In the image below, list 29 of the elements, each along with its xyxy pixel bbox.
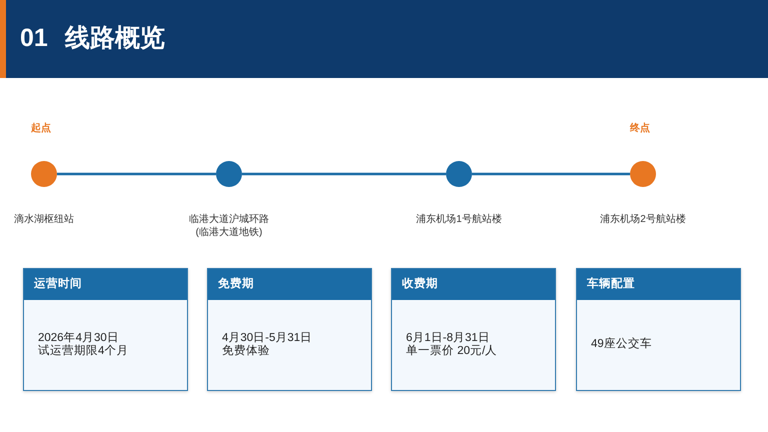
card-header: 收费期	[392, 269, 555, 300]
card-text: 49座公交车	[591, 338, 652, 352]
card-text: 试运营期限4个月	[38, 345, 128, 358]
info-card	[23, 268, 188, 391]
card-text: 免费体验	[222, 345, 270, 358]
card-text: 6月1日-8月31日	[406, 332, 490, 344]
card-text: 2026年4月30日	[38, 332, 119, 344]
station-name: 临港大道沪城环路(临港大道地铁)	[188, 213, 270, 239]
station-name: 滴水湖枢纽站	[14, 213, 74, 226]
station-circle	[446, 161, 472, 187]
route-line	[57, 172, 216, 176]
route-line	[472, 172, 630, 176]
route-line	[242, 172, 446, 176]
card-header: 运营时间	[24, 269, 187, 300]
slide-title: 01 线路概览	[20, 23, 165, 54]
station-circle	[216, 161, 242, 187]
card-text: 4月30日-5月31日	[222, 332, 312, 344]
station-circle	[31, 161, 57, 187]
terminus-label: 起点	[31, 122, 51, 135]
info-card	[576, 268, 741, 391]
card-header: 免费期	[208, 269, 371, 300]
info-card	[207, 268, 372, 391]
card-header: 车辆配置	[577, 269, 740, 300]
info-card	[391, 268, 556, 391]
station-circle	[630, 161, 656, 187]
station-name: 浦东机场1号航站楼	[416, 213, 502, 226]
station-name: 浦东机场2号航站楼	[600, 213, 686, 226]
terminus-label: 终点	[630, 122, 650, 135]
card-text: 单一票价 20元/人	[406, 345, 498, 358]
